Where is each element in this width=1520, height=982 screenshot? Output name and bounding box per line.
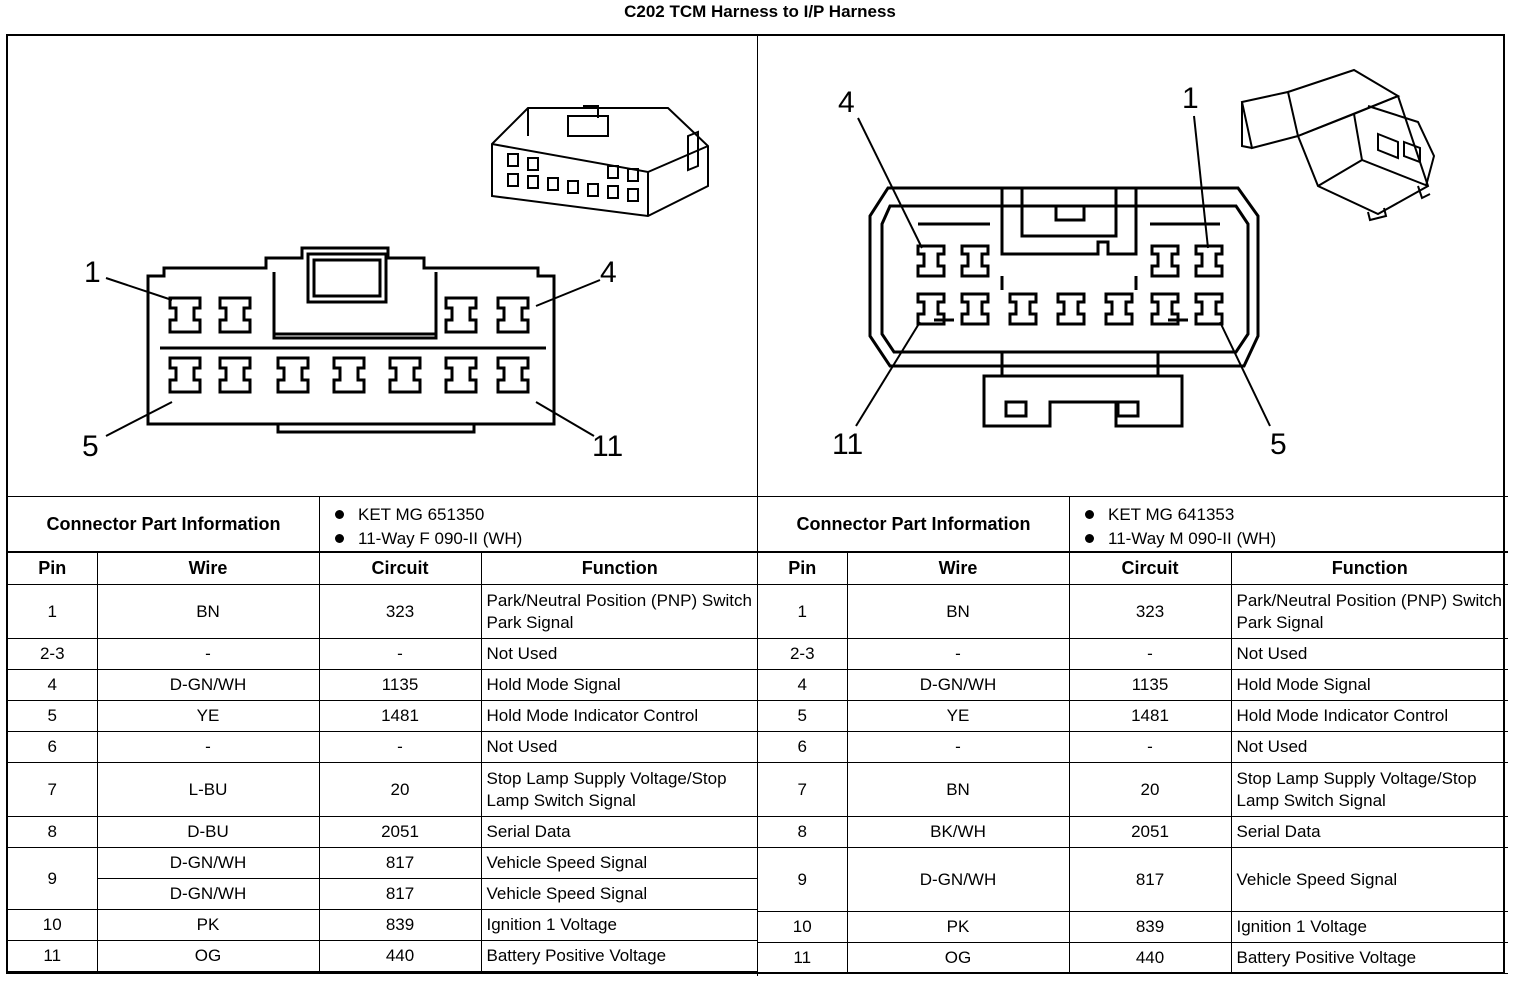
table-row: 8 BK/WH 2051 Serial Data	[758, 816, 1508, 848]
left-callout-11: 11	[592, 430, 623, 463]
table-row: 11 OG 440 Battery Positive Voltage	[8, 940, 758, 972]
diagram-frame: 1 4 5 11 Connector Part Information KET …	[6, 34, 1508, 976]
connector-info-line: 11-Way M 090-II (WH)	[1069, 527, 1499, 551]
table-row: D-GN/WH 817 Vehicle Speed Signal	[8, 878, 758, 910]
left-connector-panel: 1 4 5 11 Connector Part Information KET …	[8, 36, 758, 976]
table-row: 7 L-BU 20 Stop Lamp Supply Voltage/Stop …	[8, 762, 758, 817]
header-function: Function	[480, 552, 758, 585]
right-connector-diagram: 4 1 11 5	[832, 68, 1436, 461]
connector-info-line: KET MG 651350	[319, 503, 749, 527]
right-connector-face	[868, 186, 1260, 428]
table-row: 9 D-GN/WH 817 Vehicle Speed Signal	[8, 847, 758, 910]
table-row: 9 D-GN/WH 817 Vehicle Speed Signal	[758, 847, 1508, 912]
table-row: 5 YE 1481 Hold Mode Indicator Control	[8, 700, 758, 732]
right-callout-11: 11	[832, 428, 863, 461]
header-pin: Pin	[8, 552, 98, 585]
bullet-icon	[335, 534, 344, 544]
left-connector-diagram: 1 4 5 11	[82, 105, 709, 463]
connector-info-label: Connector Part Information	[758, 497, 1070, 551]
header-circuit: Circuit	[1068, 552, 1232, 585]
right-pinout-table: Pin Wire Circuit Function 1 BN 323 Park/…	[758, 552, 1508, 974]
left-callout-4: 4	[600, 256, 617, 289]
header-function: Function	[1230, 552, 1508, 585]
table-row: 4 D-GN/WH 1135 Hold Mode Signal	[758, 669, 1508, 701]
left-pinout-table: Pin Wire Circuit Function 1 BN 323 Park/…	[8, 552, 758, 972]
left-callout-5: 5	[82, 430, 99, 463]
table-row: 6 - - Not Used	[758, 731, 1508, 763]
table-row: 1 BN 323 Park/Neutral Position (PNP) Swi…	[758, 584, 1508, 639]
bullet-icon	[335, 510, 344, 520]
connector-info-label: Connector Part Information	[8, 497, 320, 551]
table-row: 2-3 - - Not Used	[8, 638, 758, 670]
header-circuit: Circuit	[318, 552, 482, 585]
table-row: 8 D-BU 2051 Serial Data	[8, 816, 758, 848]
table-row: 11 OG 440 Battery Positive Voltage	[758, 942, 1508, 974]
header-wire: Wire	[96, 552, 320, 585]
left-connector-face	[146, 246, 556, 434]
header-wire: Wire	[846, 552, 1070, 585]
right-callout-4: 4	[838, 86, 855, 119]
right-connector-panel: 4 1 11 5 Connector Part Information KET …	[758, 36, 1508, 976]
left-connector-3d-icon	[491, 105, 709, 218]
bullet-icon	[1085, 534, 1094, 544]
header-pin: Pin	[758, 552, 848, 585]
page-title: C202 TCM Harness to I/P Harness	[624, 2, 896, 21]
connector-info-line: 11-Way F 090-II (WH)	[319, 527, 749, 551]
table-row: 7 BN 20 Stop Lamp Supply Voltage/Stop La…	[758, 762, 1508, 817]
left-callout-1: 1	[84, 256, 101, 289]
connector-info-line: KET MG 641353	[1069, 503, 1499, 527]
right-callout-1: 1	[1182, 82, 1199, 115]
right-connector-3d-icon	[1240, 68, 1436, 222]
left-connector-info: Connector Part Information KET MG 651350…	[8, 496, 758, 552]
table-row: 4 D-GN/WH 1135 Hold Mode Signal	[8, 669, 758, 701]
table-row: 10 PK 839 Ignition 1 Voltage	[8, 909, 758, 941]
table-header-row: Pin Wire Circuit Function	[8, 552, 758, 585]
bullet-icon	[1085, 510, 1094, 520]
table-row: 2-3 - - Not Used	[758, 638, 1508, 670]
table-row: 10 PK 839 Ignition 1 Voltage	[758, 911, 1508, 943]
table-row: 6 - - Not Used	[8, 731, 758, 763]
table-row: 1 BN 323 Park/Neutral Position (PNP) Swi…	[8, 584, 758, 639]
right-callout-5: 5	[1270, 428, 1287, 461]
table-row: 5 YE 1481 Hold Mode Indicator Control	[758, 700, 1508, 732]
table-header-row: Pin Wire Circuit Function	[758, 552, 1508, 585]
right-connector-info: Connector Part Information KET MG 641353…	[758, 496, 1508, 552]
